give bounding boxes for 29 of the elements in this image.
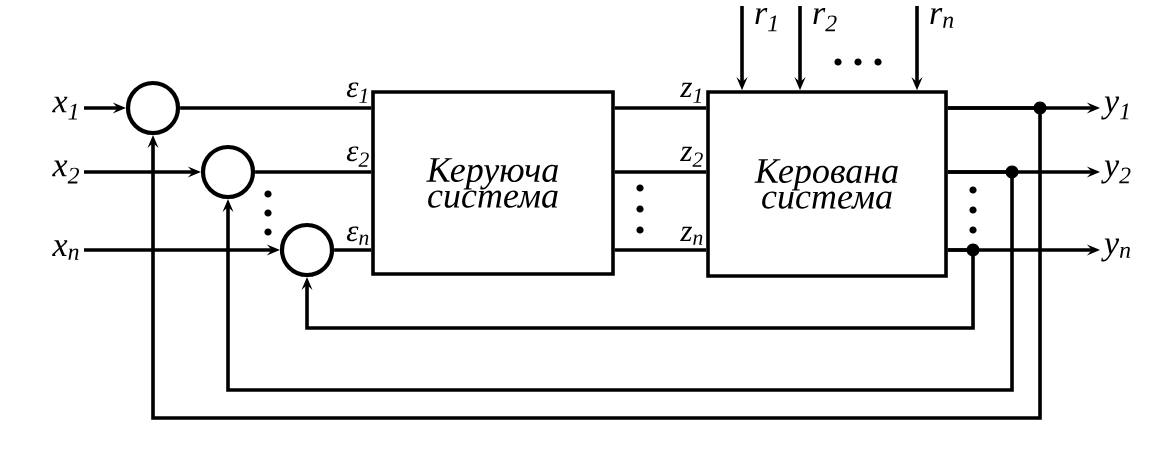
edge-label: z$_{2}$ bbox=[679, 145, 705, 168]
signal-label: r$_{1}$ bbox=[755, 8, 777, 32]
feedback-arrow bbox=[147, 106, 1042, 420]
connector-line bbox=[334, 248, 372, 252]
signal-label: y$_{2}$ bbox=[1101, 160, 1131, 184]
connector-line bbox=[180, 106, 372, 110]
edge-label: ε$_{n}$ bbox=[345, 225, 371, 246]
connector-line bbox=[614, 106, 707, 110]
feedback-arrow bbox=[222, 170, 1014, 392]
process-box: Керуюча система bbox=[371, 90, 615, 276]
signal-label: x$_{n}$ bbox=[52, 240, 79, 260]
summing-circle bbox=[125, 80, 181, 136]
signal-label: y$_{1}$ bbox=[1101, 96, 1129, 120]
signal-label: x$_{1}$ bbox=[52, 96, 77, 120]
summing-circle bbox=[200, 144, 256, 200]
feedback-arrow bbox=[301, 248, 975, 330]
signal-label: y$_{n}$ bbox=[1101, 238, 1130, 262]
edge-label: ε$_{2}$ bbox=[345, 145, 371, 168]
edge-label: ε$_{1}$ bbox=[345, 81, 371, 104]
signal-label: r$_{2}$ bbox=[813, 8, 837, 32]
process-box: Керована система bbox=[706, 90, 948, 278]
signal-label: x$_{2}$ bbox=[52, 160, 79, 184]
connector-line bbox=[614, 248, 707, 252]
summing-circle bbox=[279, 222, 335, 278]
connector-line bbox=[255, 170, 372, 174]
signal-label: r$_{n}$ bbox=[930, 8, 954, 28]
edge-label: z$_{1}$ bbox=[679, 81, 705, 104]
connector-line bbox=[614, 170, 707, 174]
edge-label: z$_{n}$ bbox=[679, 225, 705, 246]
